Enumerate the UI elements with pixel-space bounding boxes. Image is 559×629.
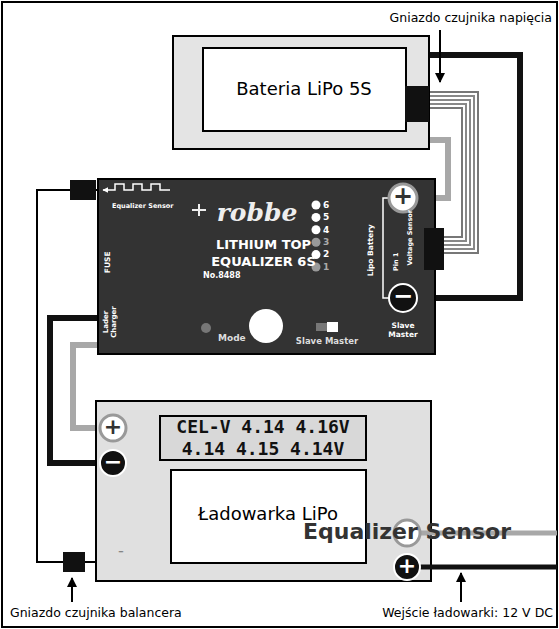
device-title: LITHIUM TOP EQUALIZER 6S xyxy=(201,236,326,270)
port-label: Voltage Sensor xyxy=(407,210,414,265)
terminal-sign: − xyxy=(104,449,122,474)
callout-label: Wejście ładowarki: 12 V DC xyxy=(382,606,553,620)
lcd-line: 4.14 4.15 4.14V xyxy=(182,439,345,460)
ribbon-stripe xyxy=(430,100,470,245)
battery-plug xyxy=(405,86,429,122)
port-label: Lipo Battery xyxy=(367,224,376,276)
leader-arrow xyxy=(460,573,462,602)
battery-box: Bateria LiPo 5S xyxy=(172,35,430,150)
battery-label: Bateria LiPo 5S xyxy=(236,79,372,100)
terminal-sign: + xyxy=(393,183,413,211)
terminal-sign: Equalizer Sensor xyxy=(303,519,511,544)
connector-wire xyxy=(73,345,97,428)
callout-label: Gniazdo czujnika balancera xyxy=(10,606,182,620)
port-label: FUSE xyxy=(104,251,113,273)
led-number: 6 xyxy=(323,200,329,210)
minus-terminal xyxy=(389,284,417,312)
mode-button xyxy=(249,309,283,343)
connector-wire xyxy=(430,100,470,245)
logo-mark xyxy=(192,204,206,216)
callout-label: Gniazdo czujnika napięcia xyxy=(390,11,552,25)
mode-led xyxy=(201,323,211,333)
led xyxy=(312,238,321,247)
bracket xyxy=(383,198,389,298)
port-label: − xyxy=(98,548,144,556)
connector-wire xyxy=(50,318,97,463)
ribbon-stripe xyxy=(430,100,470,245)
lcd-line: CEL-V 4.14 4.16V xyxy=(176,417,349,438)
slide-switch xyxy=(316,323,338,331)
led-number: 3 xyxy=(323,237,329,247)
led-number: 4 xyxy=(323,225,329,235)
port-label: Equalizer Sensor xyxy=(112,203,173,210)
voltage-sensor-plug xyxy=(424,228,444,270)
switch-label: Slave Master xyxy=(296,337,358,347)
ribbon-stripe xyxy=(430,100,470,245)
switch-knob xyxy=(327,322,338,332)
leader-arrow xyxy=(71,578,73,602)
leader-arrow xyxy=(439,30,441,82)
led-number: 1 xyxy=(323,262,329,272)
led xyxy=(312,263,321,272)
port-label: Lader Charger xyxy=(102,302,118,342)
input-wire xyxy=(420,565,557,570)
connector-wire xyxy=(37,190,97,562)
lcd-display xyxy=(160,416,366,460)
terminal-sign: − xyxy=(393,283,413,311)
button-label: Mode xyxy=(218,333,246,343)
brand-logo: robbe xyxy=(217,199,298,228)
minus-terminal xyxy=(100,450,126,476)
model-number: No.8488 xyxy=(203,271,241,280)
equalizer-sensor-plug xyxy=(70,180,96,200)
led xyxy=(312,213,321,222)
terminal-sign: + xyxy=(398,553,416,578)
led xyxy=(312,225,321,234)
plus-terminal xyxy=(389,184,417,212)
minus-terminal xyxy=(394,554,420,580)
pin-label: Pin 1 xyxy=(393,253,400,271)
led-number: 5 xyxy=(323,212,329,222)
terminal-sign: + xyxy=(104,414,122,439)
balancer-plug xyxy=(63,552,85,572)
ribbon-stripe xyxy=(430,100,470,245)
led-number: 2 xyxy=(323,249,329,259)
switch-label: Slave Master xyxy=(383,322,423,339)
led xyxy=(312,250,321,259)
sensor-icon xyxy=(103,184,170,190)
plus-terminal xyxy=(100,415,126,441)
led xyxy=(312,201,321,210)
